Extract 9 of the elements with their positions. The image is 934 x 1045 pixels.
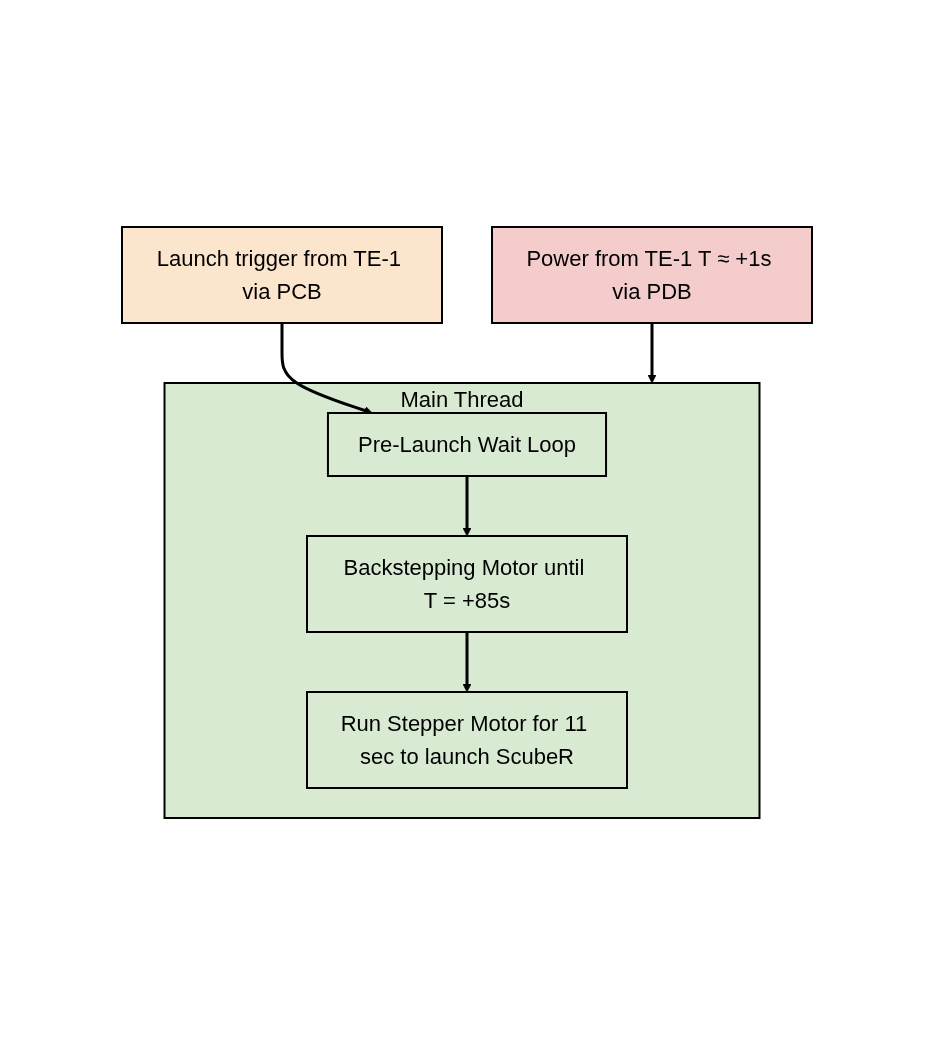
node-box: Backstepping Motor until T = +85s	[306, 535, 628, 633]
arrow	[462, 632, 472, 693]
node-box: Power from TE-1 T ≈ +1s via PDB	[491, 226, 813, 324]
node-box: Run Stepper Motor for 11 sec to launch ScubeR	[306, 691, 628, 789]
arrow	[280, 323, 373, 415]
node-box: Launch trigger from TE-1 via PCB	[121, 226, 443, 324]
arrow	[647, 323, 657, 384]
node-box: Pre-Launch Wait Loop	[326, 412, 608, 477]
arrow	[462, 476, 472, 537]
